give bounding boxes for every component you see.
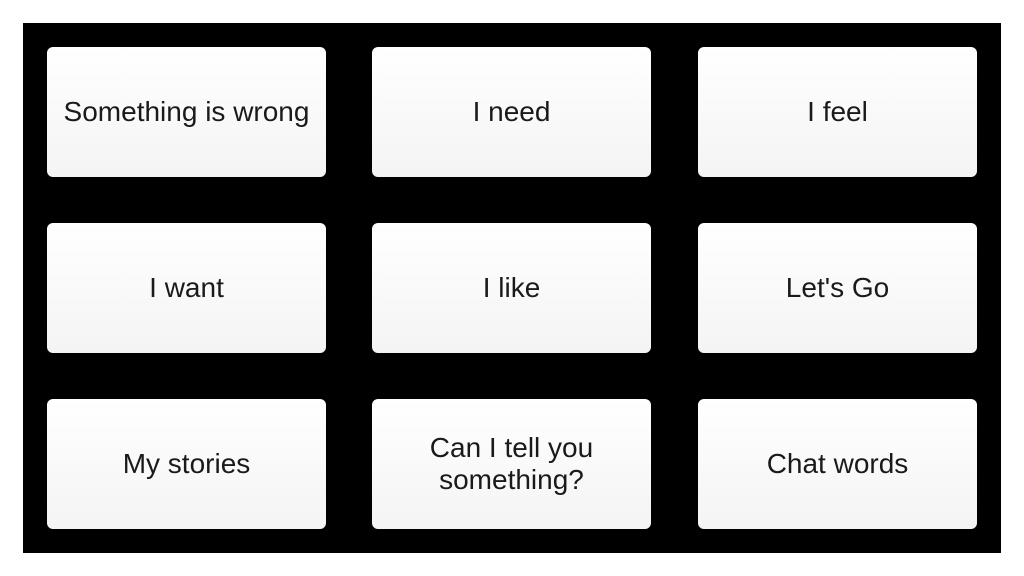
tile-i-want[interactable]: I want [47, 223, 326, 353]
tile-label: Something is wrong [63, 96, 310, 127]
tile-label: Let's Go [785, 272, 890, 303]
tile-label: I feel [807, 96, 868, 127]
tile-i-need[interactable]: I need [372, 47, 651, 177]
tile-label: Can I tell you something? [429, 432, 594, 495]
tile-chat-words[interactable]: Chat words [698, 399, 977, 529]
tile-i-like[interactable]: I like [372, 223, 651, 353]
tile-label: I want [149, 272, 224, 303]
tile-my-stories[interactable]: My stories [47, 399, 326, 529]
tile-lets-go[interactable]: Let's Go [698, 223, 977, 353]
tile-label: I need [472, 96, 551, 127]
phrase-board: Something is wrong I need I feel I want … [23, 23, 1001, 553]
tile-label: Chat words [766, 448, 909, 479]
tile-label: I like [482, 272, 541, 303]
tile-label: My stories [122, 448, 251, 479]
tile-something-is-wrong[interactable]: Something is wrong [47, 47, 326, 177]
tile-i-feel[interactable]: I feel [698, 47, 977, 177]
tile-can-i-tell-you-something[interactable]: Can I tell you something? [372, 399, 651, 529]
